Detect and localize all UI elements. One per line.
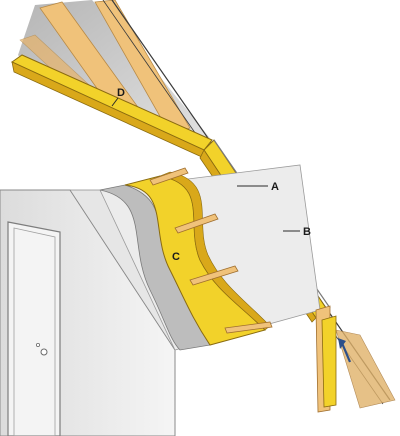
label-d: D [117, 87, 125, 99]
air-flow-arrow-icon [338, 338, 352, 363]
callout-leaders [111, 97, 300, 232]
label-c: C [172, 251, 180, 263]
curved-wall-insulation-c [99, 164, 321, 351]
roof-sheathing-area [35, 0, 395, 400]
door-knob [40, 348, 48, 356]
attic-door [7, 221, 61, 436]
label-a: A [271, 181, 279, 193]
lower-wall-framing [315, 305, 396, 413]
label-b: B [303, 226, 311, 238]
wall-studs [149, 167, 273, 334]
